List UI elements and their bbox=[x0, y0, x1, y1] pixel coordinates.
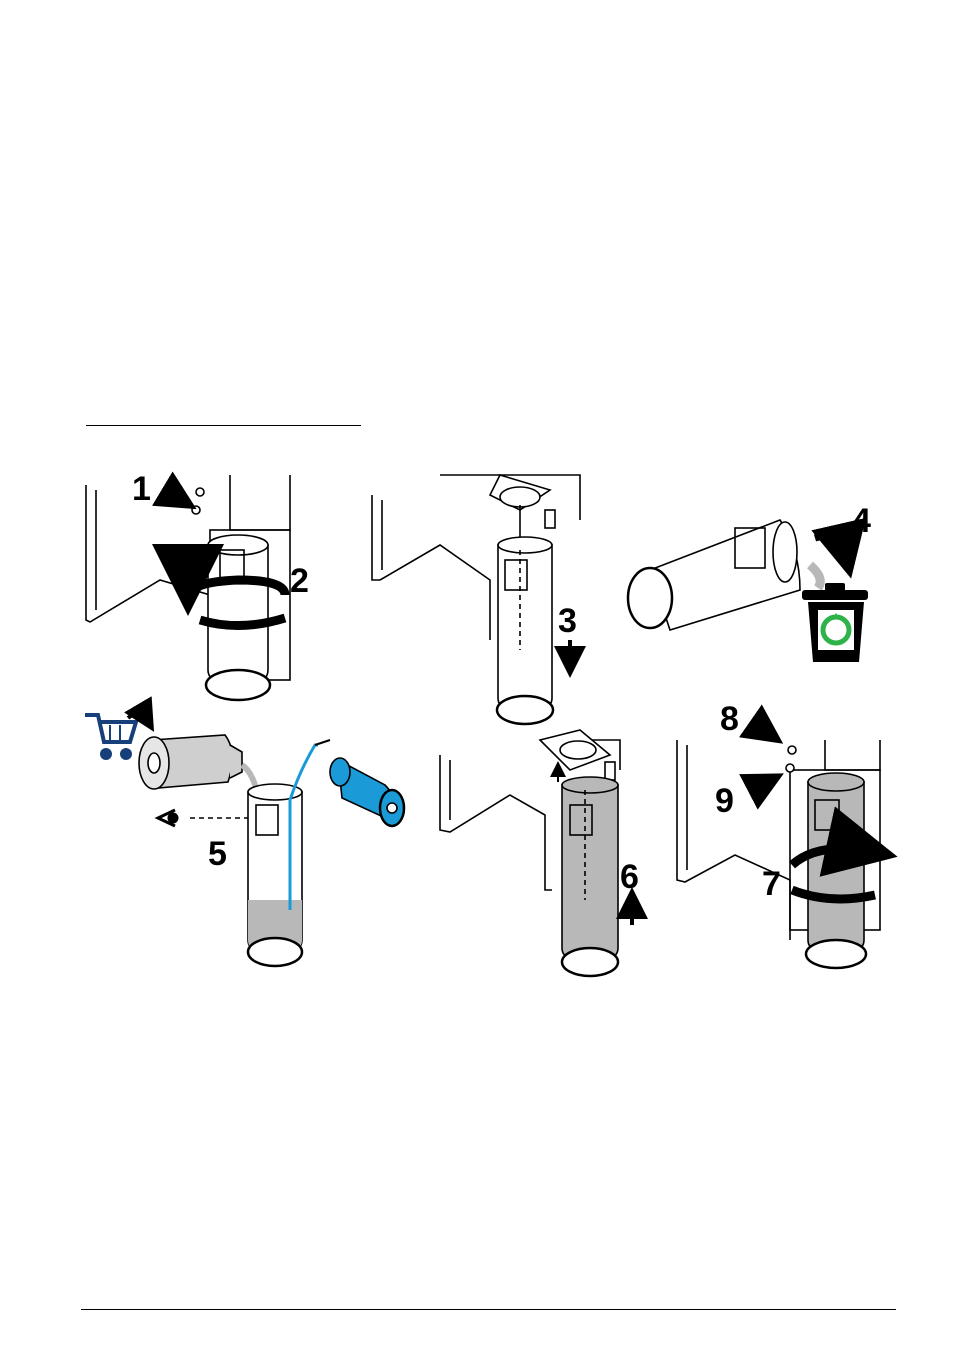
step-7-number: 7 bbox=[762, 865, 781, 903]
step-5-number: 5 bbox=[208, 835, 227, 873]
panel-remove-reagent-bottle bbox=[86, 475, 290, 700]
recycle-bin-icon bbox=[802, 583, 868, 662]
panel-raise-bottle bbox=[440, 730, 632, 976]
step-6-number: 6 bbox=[620, 858, 639, 896]
step-4-number: 4 bbox=[852, 502, 871, 540]
heading-rule bbox=[86, 425, 361, 426]
step-8-number: 8 bbox=[720, 700, 739, 738]
footer-rule bbox=[81, 1309, 896, 1310]
step-2-number: 2 bbox=[290, 562, 309, 600]
step-3-number: 3 bbox=[558, 602, 577, 640]
step-9-number: 9 bbox=[715, 782, 734, 820]
panel-fill-new-bottle bbox=[139, 735, 404, 966]
procedure-illustration: 1 2 3 4 bbox=[80, 470, 900, 990]
eye-icon bbox=[158, 810, 177, 826]
panel-lower-bottle bbox=[372, 475, 580, 724]
step-1-number: 1 bbox=[132, 470, 151, 508]
panel-install-bottle bbox=[677, 722, 880, 968]
